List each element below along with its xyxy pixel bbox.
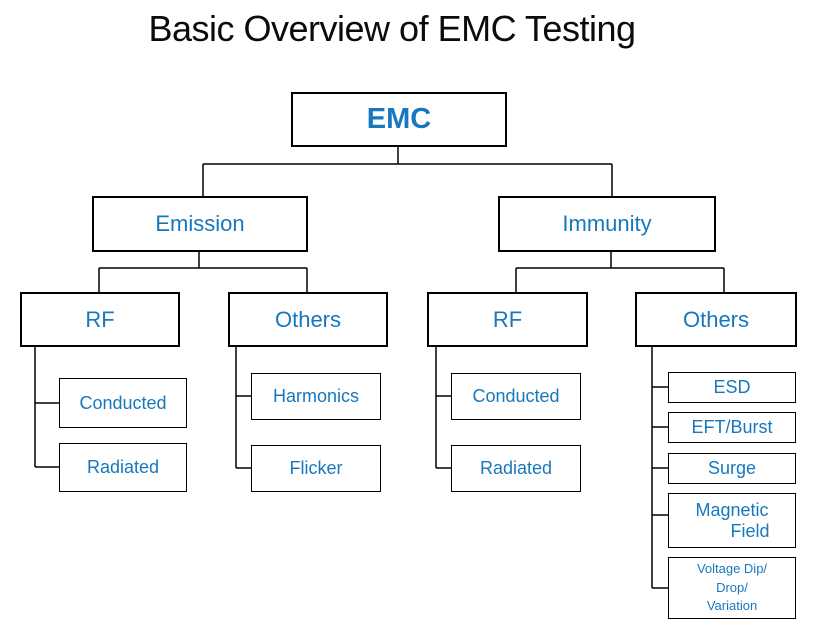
node-emission-others: Others [228, 292, 388, 347]
node-emission-rf-conducted: Conducted [59, 378, 187, 428]
node-emc: EMC [291, 92, 507, 147]
node-immunity-others-voltage-dip: Voltage Dip/ Drop/ Variation [668, 557, 796, 619]
magnetic-field-line-2: Field [730, 520, 770, 541]
node-immunity-others-esd: ESD [668, 372, 796, 403]
node-emission-rf-radiated: Radiated [59, 443, 187, 492]
node-immunity-others-eft-burst: EFT/Burst [668, 412, 796, 443]
node-immunity-rf-conducted: Conducted [451, 373, 581, 420]
node-immunity-others-magnetic-field: Magnetic Field [668, 493, 796, 548]
node-emission-others-harmonics: Harmonics [251, 373, 381, 420]
voltage-dip-line-1: Voltage Dip/ [696, 560, 768, 576]
node-emission-others-flicker: Flicker [251, 445, 381, 492]
node-immunity-rf-radiated: Radiated [451, 445, 581, 492]
node-immunity: Immunity [498, 196, 716, 252]
node-immunity-others: Others [635, 292, 797, 347]
node-immunity-others-surge: Surge [668, 453, 796, 484]
node-immunity-rf: RF [427, 292, 588, 347]
connector-path [34, 147, 725, 589]
magnetic-field-line-1: Magnetic [695, 499, 769, 520]
node-emission: Emission [92, 196, 308, 252]
page-title: Basic Overview of EMC Testing [148, 8, 636, 49]
voltage-dip-line-3: Variation [706, 598, 758, 614]
voltage-dip-line-2: Drop/ [716, 579, 748, 595]
node-emission-rf: RF [20, 292, 180, 347]
